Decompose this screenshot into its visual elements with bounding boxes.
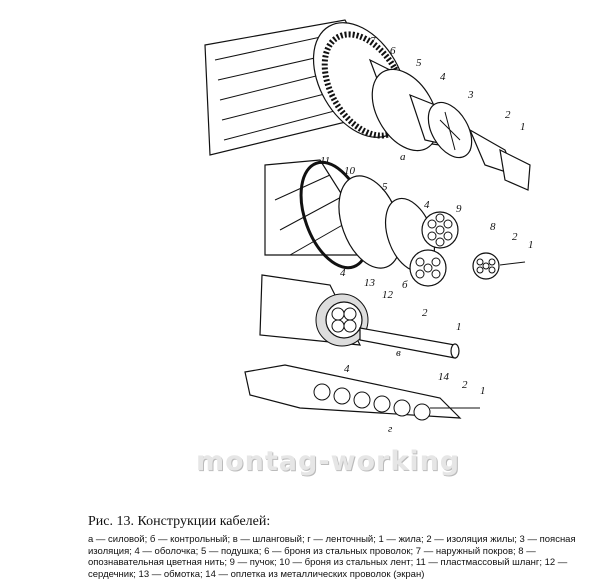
label-2: 2 (422, 307, 428, 319)
cable-b-drawing (264, 159, 526, 287)
label-7: 7 (370, 35, 376, 47)
label-3: 3 (467, 89, 474, 101)
cable-letter-g: г (388, 423, 393, 435)
label-11: 11 (320, 155, 330, 167)
label-9: 9 (456, 203, 462, 215)
label-1: 1 (528, 239, 534, 251)
label-6: 6 (390, 45, 396, 57)
label-4: 4 (424, 199, 430, 211)
caption-legend: а — силовой; б — контрольный; в — шланго… (88, 534, 576, 580)
cable-g-drawing (244, 364, 480, 421)
watermark: montag-working (196, 446, 461, 477)
label-14: 14 (438, 371, 450, 383)
label-5: 5 (416, 57, 422, 69)
label-2: 2 (512, 231, 518, 243)
label-4: 4 (340, 267, 346, 279)
cable-a-drawing (204, 19, 531, 191)
label-12: 12 (382, 289, 394, 301)
label-1: 1 (520, 121, 526, 133)
cable-b-labels: 11 10 5 4 9 8 2 1 б (320, 155, 534, 291)
label-1: 1 (480, 385, 486, 397)
figure-caption: Рис. 13. Конструкции кабелей: а — силово… (88, 514, 608, 580)
cable-g-labels: 4 14 2 1 г (344, 363, 486, 435)
label-2: 2 (505, 109, 511, 121)
label-13: 13 (364, 277, 376, 289)
cable-v-labels: 4 13 12 2 1 в (340, 267, 462, 359)
label-4: 4 (440, 71, 446, 83)
label-10: 10 (344, 165, 356, 177)
label-8: 8 (490, 221, 496, 233)
label-1: 1 (456, 321, 462, 333)
label-2: 2 (462, 379, 468, 391)
label-5: 5 (382, 181, 388, 193)
label-4: 4 (344, 363, 350, 375)
cable-letter-b: б (402, 279, 408, 291)
caption-title: Рис. 13. Конструкции кабелей: (88, 514, 271, 529)
cable-a-labels: 7 6 5 4 3 2 1 а (370, 35, 526, 163)
cable-letter-a: а (400, 151, 406, 163)
cable-letter-v: в (396, 347, 401, 359)
cable-v-drawing (259, 274, 460, 359)
